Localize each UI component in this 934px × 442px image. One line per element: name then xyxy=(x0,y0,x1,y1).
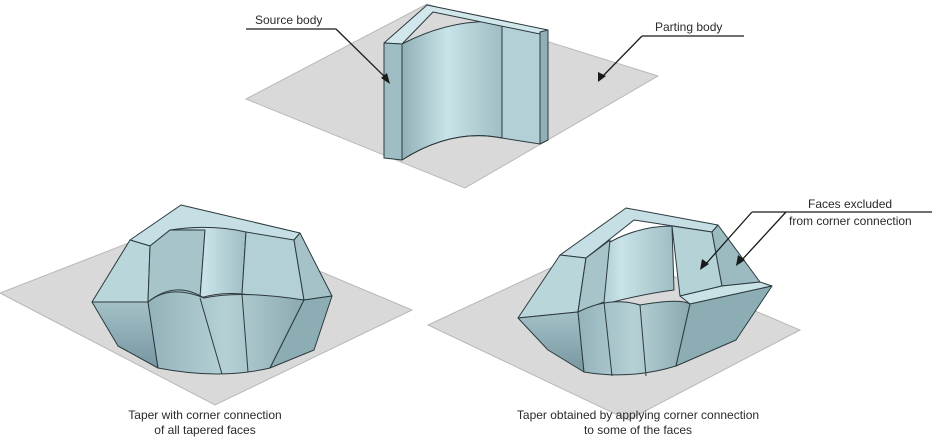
parting-body-label: Parting body xyxy=(655,20,722,34)
left-lower-face-2 xyxy=(269,295,333,369)
label-faces-excluded: Faces excluded from corner connection xyxy=(700,197,932,270)
source-body-base-arc xyxy=(401,135,503,161)
left-figure xyxy=(0,204,414,406)
caption-left: Taper with corner connection of all tape… xyxy=(128,408,281,437)
faces-excluded-label-line2: from corner connection xyxy=(789,214,912,228)
faces-excluded-label-line1: Faces excluded xyxy=(808,197,892,211)
right-lower-face-2 xyxy=(675,285,773,367)
right-lower-curved-face xyxy=(577,300,691,376)
left-lower-curved-face xyxy=(147,289,305,375)
right-figure xyxy=(426,207,802,421)
source-body-inner-flat-face xyxy=(501,21,541,145)
label-parting-body: Parting body xyxy=(598,20,744,82)
source-body-right-end xyxy=(539,29,549,145)
caption-left-line1: Taper with corner connection xyxy=(128,408,281,422)
caption-left-line2: of all tapered faces xyxy=(154,423,255,437)
caption-right-line2: to some of the faces xyxy=(584,423,692,437)
source-body-left-end xyxy=(383,42,403,161)
left-inner-edge-line xyxy=(147,291,205,303)
source-body-label: Source body xyxy=(255,13,322,27)
caption-right-line1: Taper obtained by applying corner connec… xyxy=(517,408,759,422)
top-figure xyxy=(244,3,660,189)
label-source-body: Source body xyxy=(246,13,390,84)
caption-right: Taper obtained by applying corner connec… xyxy=(517,408,759,437)
